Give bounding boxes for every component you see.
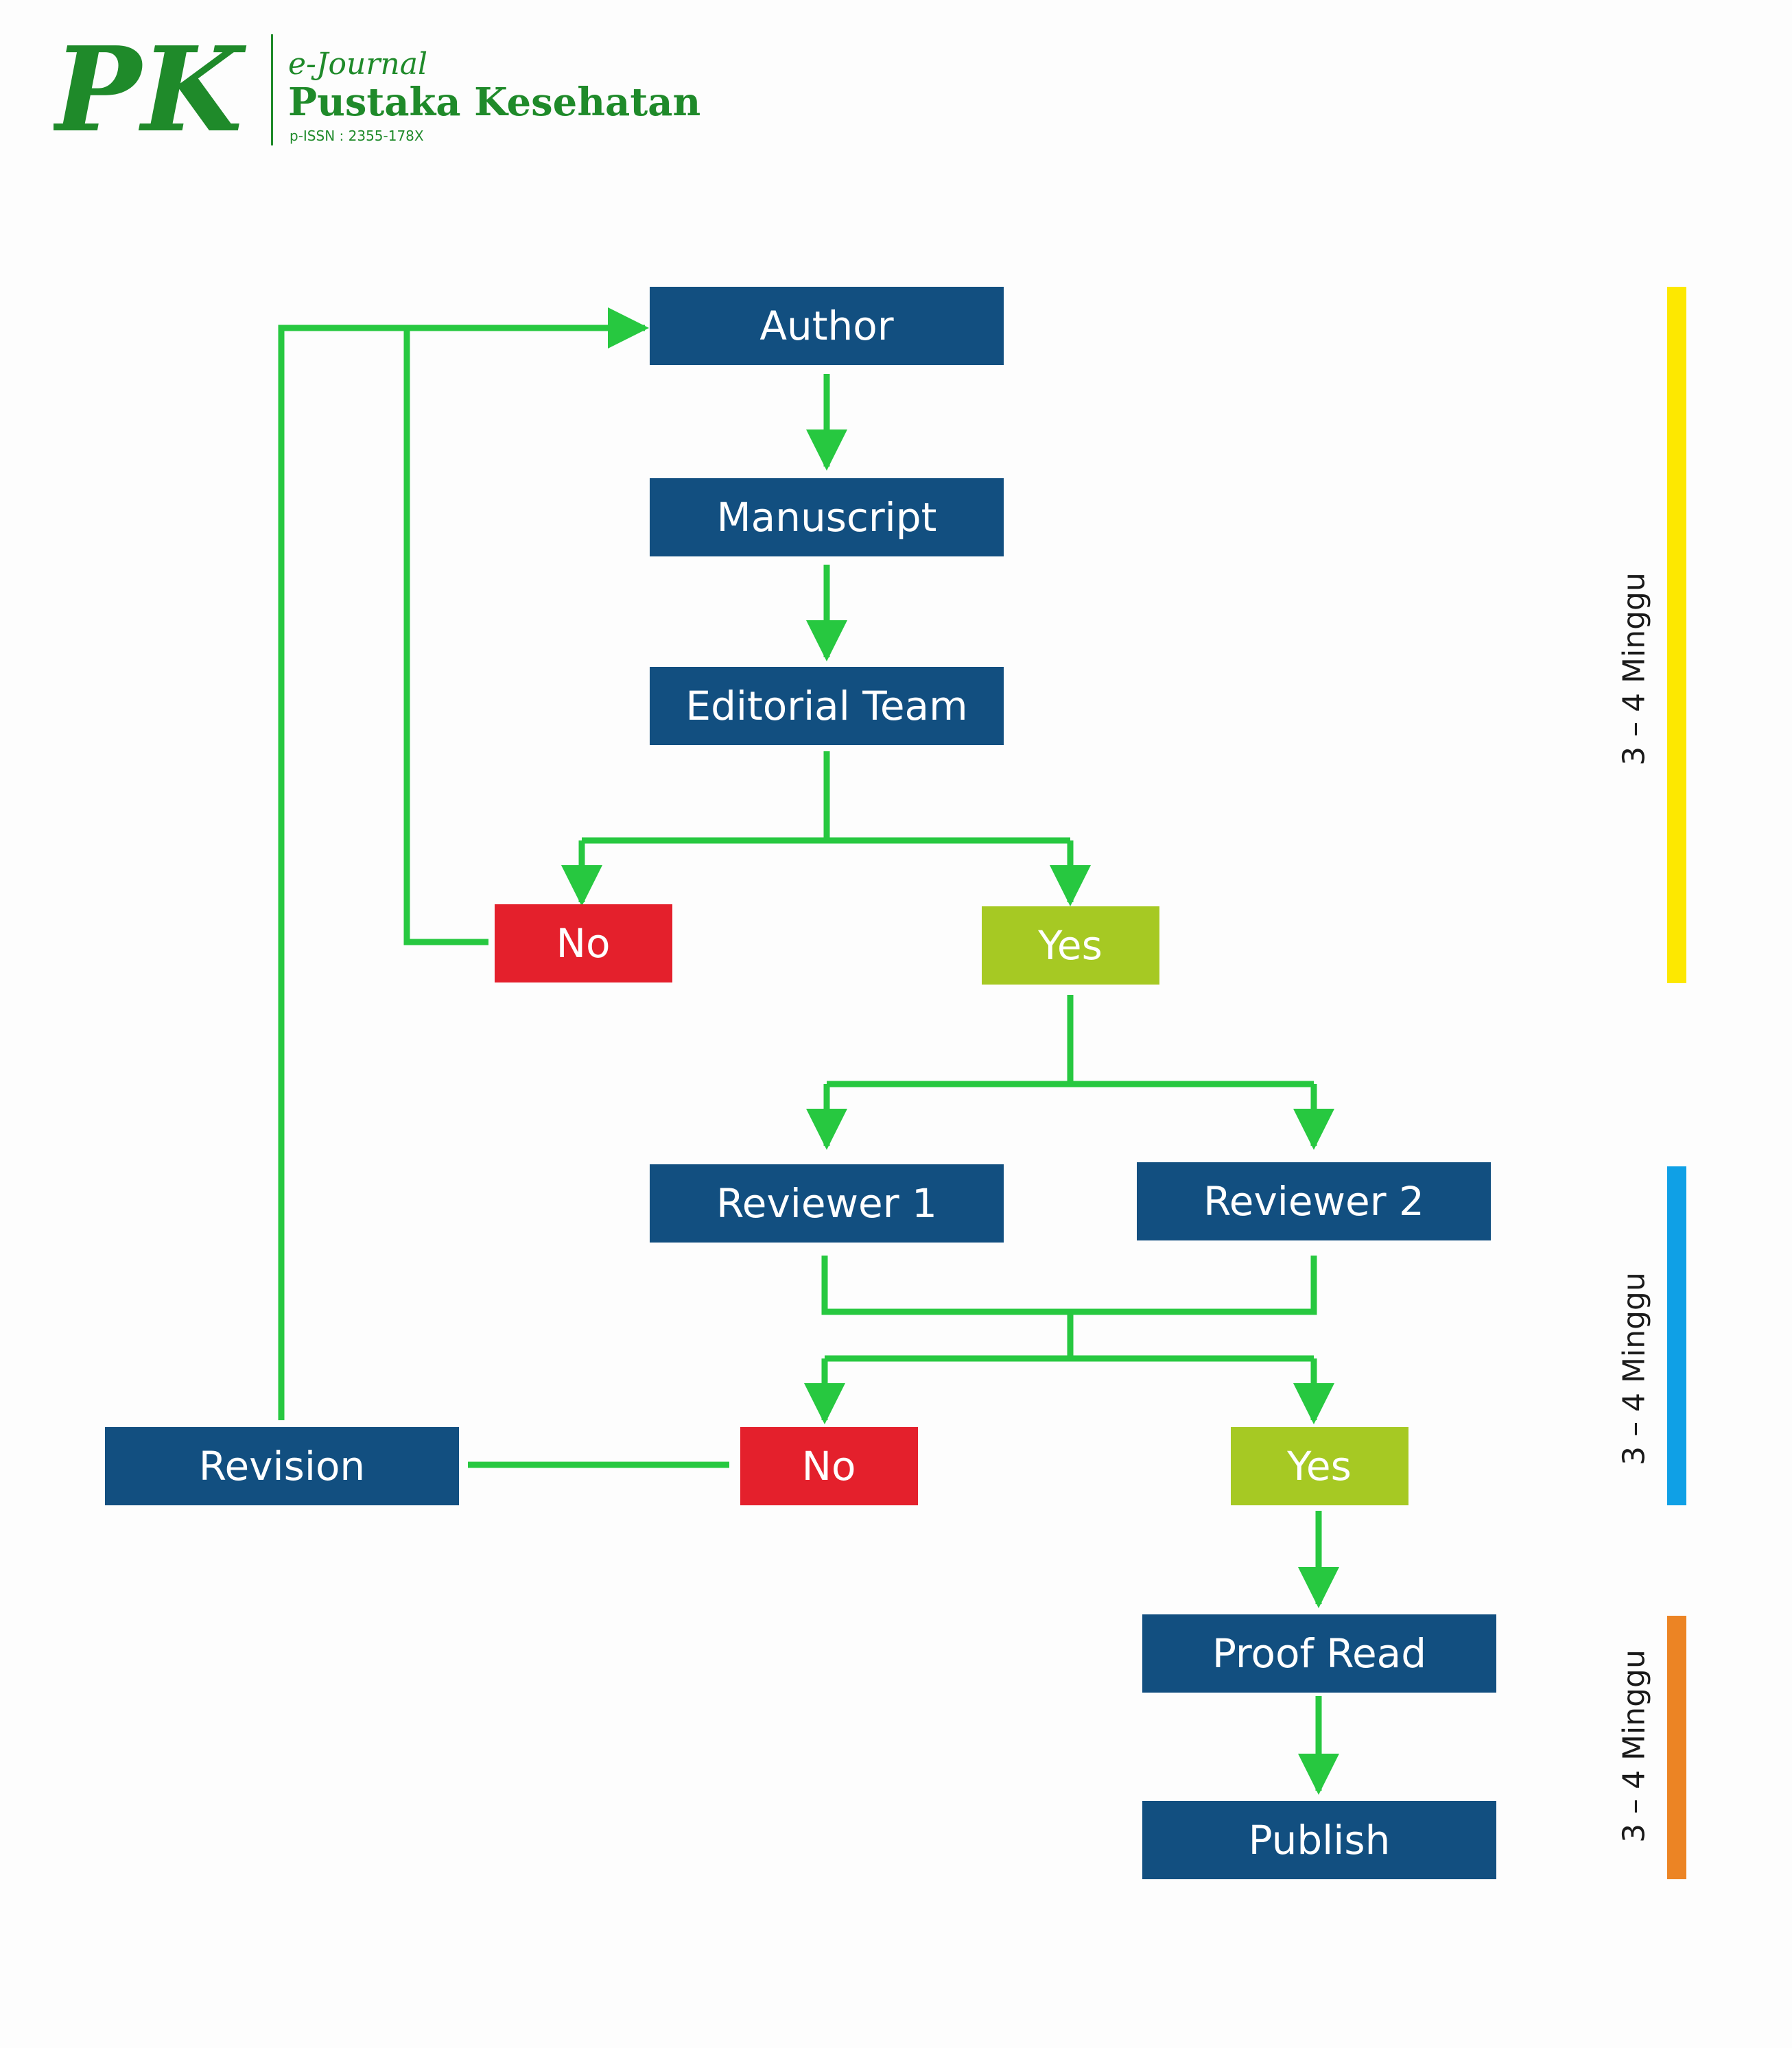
node-yes-editorial: Yes (982, 906, 1159, 985)
node-author: Author (650, 287, 1004, 365)
node-revision-label: Revision (199, 1443, 365, 1490)
line-no-back-to-author (403, 328, 488, 945)
node-no-editorial-label: No (556, 920, 611, 967)
node-reviewer-2: Reviewer 2 (1137, 1162, 1491, 1240)
period-review-bar (1667, 1166, 1686, 1505)
node-manuscript-label: Manuscript (717, 494, 937, 541)
node-reviewer-1-label: Reviewer 1 (716, 1180, 937, 1227)
node-author-label: Author (759, 303, 893, 349)
period-publication: 3 – 4 Minggu (1617, 1616, 1686, 1879)
line-editorial-split (582, 751, 1070, 844)
node-no-review-label: No (802, 1443, 856, 1490)
node-editorial-team-label: Editorial Team (685, 683, 967, 729)
node-proof-read-label: Proof Read (1212, 1630, 1426, 1677)
journal-title: Pustaka Kesehatan (288, 80, 701, 125)
logo-divider (271, 34, 273, 145)
period-submission-bar (1667, 287, 1686, 983)
node-publish: Publish (1142, 1801, 1496, 1879)
node-proof-read: Proof Read (1142, 1614, 1496, 1693)
journal-logo-icon: PK (54, 34, 247, 151)
period-submission: 3 – 4 Minggu (1617, 287, 1686, 983)
node-reviewer-2-label: Reviewer 2 (1203, 1178, 1424, 1225)
line-reviewers-merge (821, 1256, 1317, 1362)
line-yes-split-reviewers (827, 995, 1314, 1087)
node-no-editorial: No (495, 904, 672, 982)
node-yes-review: Yes (1231, 1427, 1408, 1505)
node-yes-editorial-label: Yes (1037, 922, 1103, 969)
period-publication-bar (1667, 1616, 1686, 1879)
line-revision-back-to-author (278, 325, 407, 1420)
node-no-review: No (740, 1427, 918, 1505)
period-review-label: 3 – 4 Minggu (1617, 1272, 1652, 1466)
journal-issn: p-ISSN : 2355-178X (290, 128, 424, 144)
period-submission-label: 3 – 4 Minggu (1617, 572, 1652, 766)
svg-text:PK: PK (54, 34, 247, 151)
journal-subtitle: e-Journal (288, 47, 428, 82)
node-editorial-team: Editorial Team (650, 667, 1004, 745)
node-manuscript: Manuscript (650, 478, 1004, 556)
node-revision: Revision (105, 1427, 459, 1505)
connectors (278, 307, 1339, 1795)
node-publish-label: Publish (1249, 1817, 1391, 1863)
node-yes-review-label: Yes (1286, 1443, 1352, 1490)
period-publication-label: 3 – 4 Minggu (1617, 1649, 1652, 1843)
period-review: 3 – 4 Minggu (1617, 1166, 1686, 1505)
node-reviewer-1: Reviewer 1 (650, 1164, 1004, 1243)
